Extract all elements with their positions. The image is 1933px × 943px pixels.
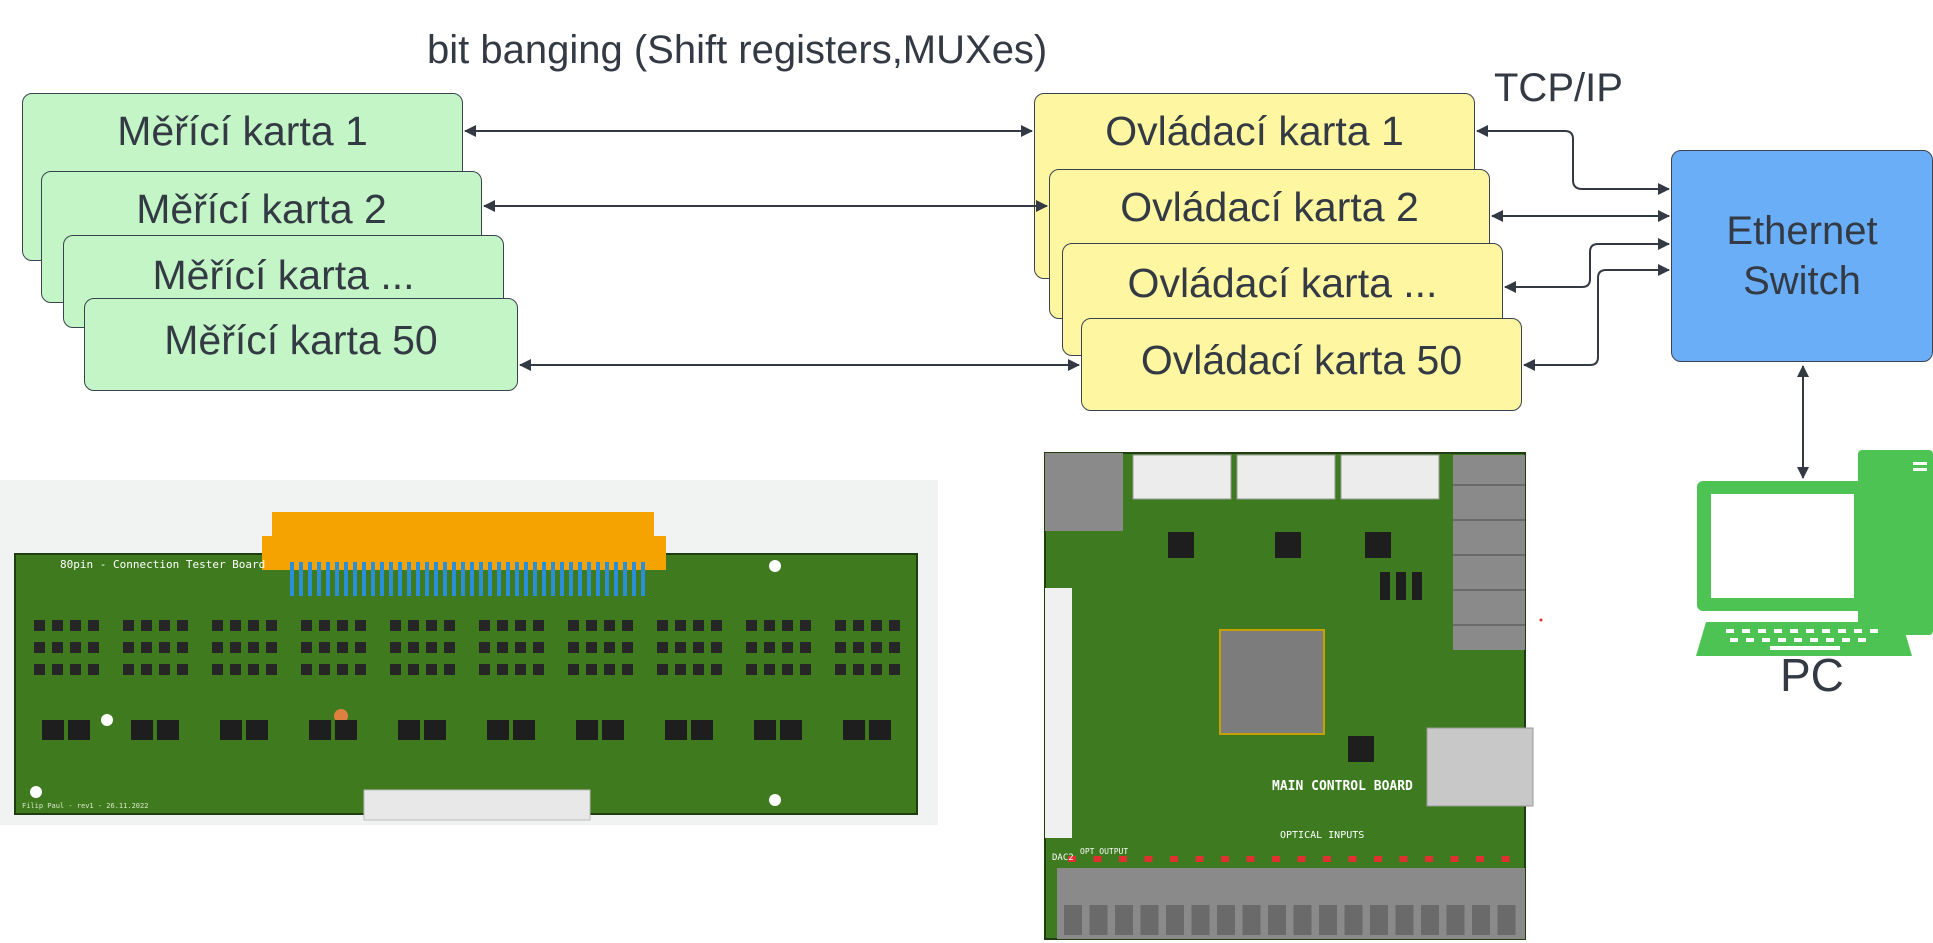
measure-card-label: Měřící karta 1 xyxy=(117,108,368,154)
tcp-link-1 xyxy=(1476,125,1670,195)
control-card-50: Ovládací karta 50 xyxy=(1081,318,1522,411)
control-card-label: Ovládací karta 50 xyxy=(1140,337,1463,383)
switch-label-line2: Switch xyxy=(1743,259,1861,303)
control-card-label: Ovládací karta 2 xyxy=(1120,184,1419,230)
measure-card-label: Měřící karta 50 xyxy=(164,317,438,363)
protocol-label: bit banging (Shift registers,MUXes) xyxy=(427,28,1048,72)
switch-label-line1: Ethernet xyxy=(1726,209,1878,253)
tester-board-footer: Filip Paul - rev1 - 26.11.2022 xyxy=(22,802,148,810)
control-card-label: Ovládací karta 1 xyxy=(1105,108,1404,154)
ethernet-switch: Ethernet Switch xyxy=(1671,150,1933,362)
main-board-optical: OPTICAL INPUTS xyxy=(1280,830,1364,841)
measure-card-label: Měřící karta 2 xyxy=(136,186,387,232)
pc-label: PC xyxy=(1780,649,1844,701)
main-board-opt-output: OPT OUTPUT xyxy=(1080,847,1128,856)
main-board-title: MAIN CONTROL BOARD xyxy=(1272,779,1413,794)
measure-card-label: Měřící karta ... xyxy=(152,252,415,298)
measure-card-50: Měřící karta 50 xyxy=(84,298,518,391)
tcp-ip-label: TCP/IP xyxy=(1494,66,1623,110)
main-board-dac: DAC2 xyxy=(1052,853,1074,863)
tcp-link-50 xyxy=(1523,264,1670,371)
control-card-label: Ovládací karta ... xyxy=(1127,260,1438,306)
tester-board-title: 80pin - Connection Tester Board xyxy=(60,558,265,571)
